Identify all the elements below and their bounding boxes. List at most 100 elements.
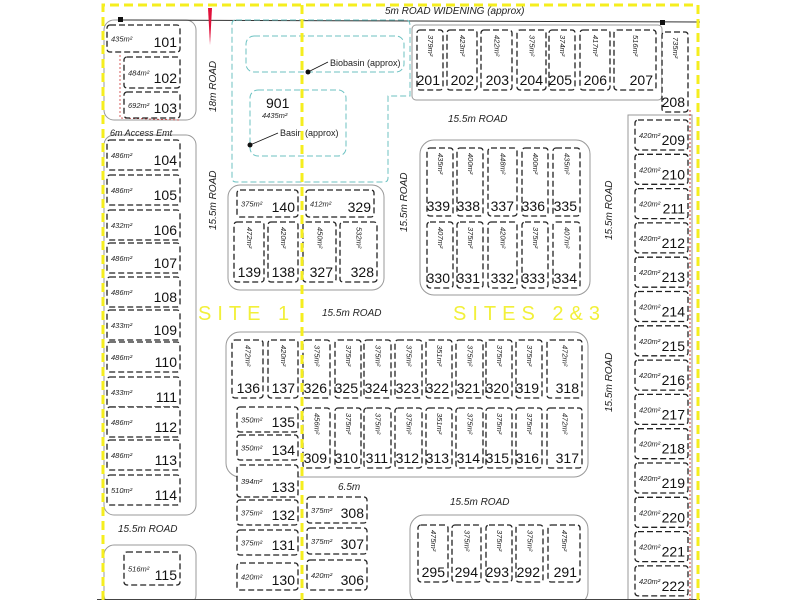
lot-boundary [306, 496, 368, 524]
lot-number: 207 [630, 72, 654, 88]
lot-area: 412m² [310, 200, 332, 209]
lot-area: 375m² [374, 345, 383, 367]
road-label: 15.5m ROAD [604, 353, 615, 412]
lot-area: 379m² [426, 35, 435, 57]
lot-number: 335 [554, 198, 578, 214]
lot-area: 375m² [466, 227, 475, 249]
lot-number: 101 [154, 34, 178, 50]
lot-boundary [236, 406, 299, 433]
lot-boundary [485, 339, 513, 399]
lot-boundary [552, 221, 581, 289]
lot-boundary [634, 359, 689, 391]
